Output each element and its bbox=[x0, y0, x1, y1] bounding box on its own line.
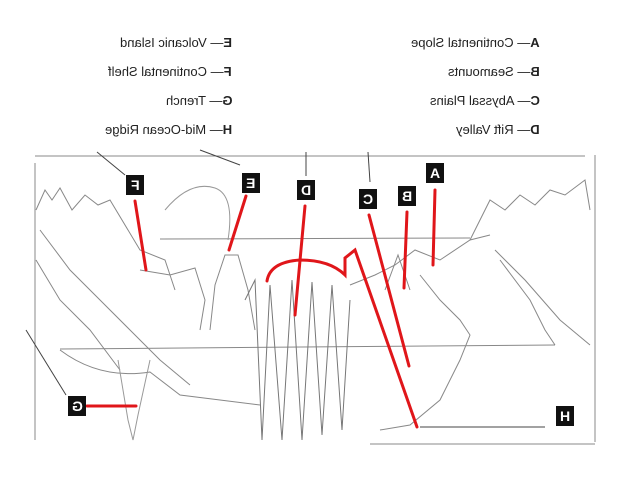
marker-h: H bbox=[556, 406, 574, 426]
leader-e bbox=[199, 149, 241, 166]
marker-d: D bbox=[297, 180, 315, 200]
sea-surface-line bbox=[159, 237, 471, 240]
marker-b: B bbox=[398, 186, 416, 206]
pointer-c bbox=[367, 213, 411, 368]
pointer-e bbox=[227, 194, 248, 252]
leader-c bbox=[367, 151, 371, 183]
leader-f bbox=[96, 151, 126, 176]
pointer-h bbox=[265, 247, 419, 429]
marker-f: F bbox=[126, 175, 144, 195]
leader-g bbox=[25, 329, 67, 396]
pointer-a bbox=[431, 188, 437, 267]
marker-c: C bbox=[359, 189, 377, 209]
marker-g: G bbox=[68, 396, 86, 416]
pointer-f bbox=[133, 199, 148, 272]
marker-a: A bbox=[426, 163, 444, 183]
marker-e: E bbox=[242, 173, 260, 193]
pointer-b bbox=[402, 210, 409, 290]
